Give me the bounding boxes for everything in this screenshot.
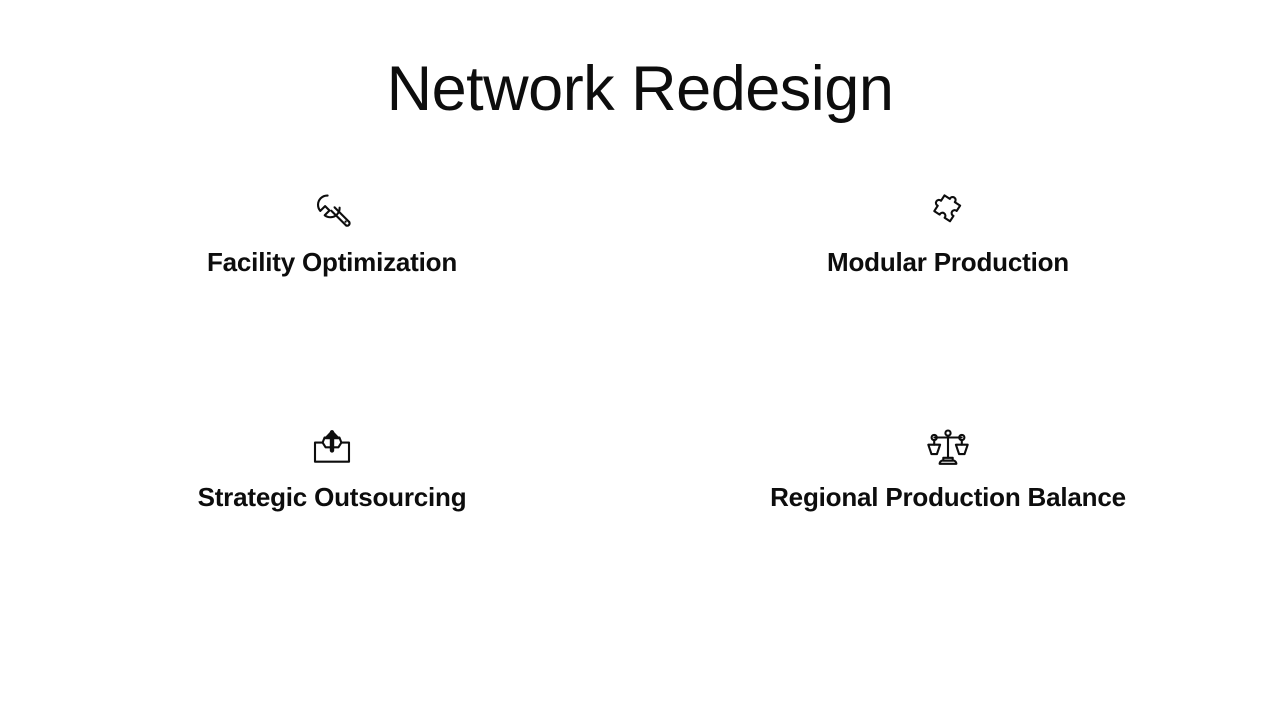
grid-item-modular-production[interactable]: Modular Production	[708, 190, 1188, 278]
grid-item-strategic-outsourcing[interactable]: Strategic Outsourcing	[92, 425, 572, 513]
grid-item-label: Facility Optimization	[206, 247, 458, 277]
grid-item-label: Modular Production	[827, 247, 1069, 277]
grid-item-label: Regional Production Balance	[770, 482, 1126, 512]
outbox-upload-tray-icon	[310, 425, 354, 469]
grid-item-regional-production-balance[interactable]: Regional Production Balance	[708, 425, 1188, 513]
page-title: Network Redesign	[386, 54, 894, 124]
grid-item-facility-optimization[interactable]: Facility Optimization	[92, 190, 572, 278]
balance-scales-icon	[926, 425, 970, 469]
wrench-icon	[310, 190, 354, 234]
puzzle-piece-icon	[926, 190, 970, 234]
grid-item-label: Strategic Outsourcing	[197, 482, 467, 512]
feature-grid: Facility Optimization Modular Production	[0, 190, 1280, 550]
